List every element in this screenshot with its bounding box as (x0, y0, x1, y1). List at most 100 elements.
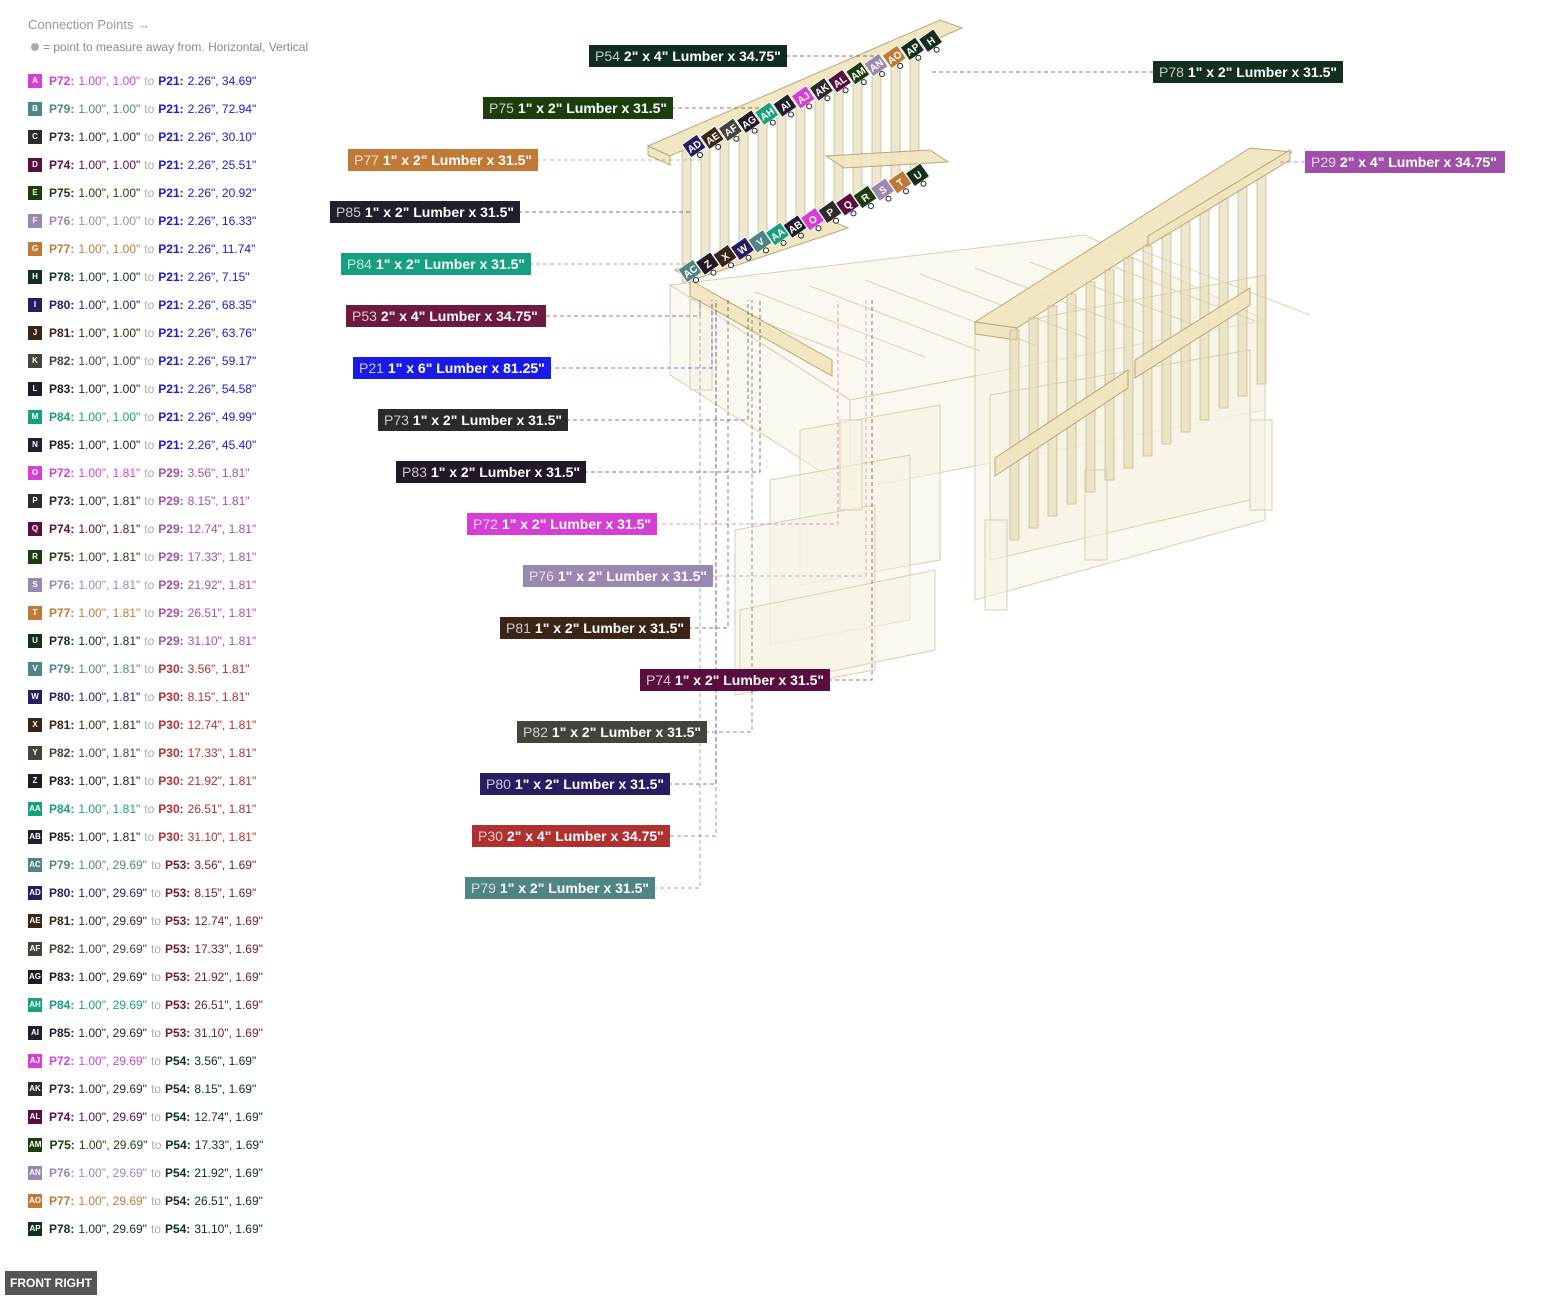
legend-from-part: P83: (49, 774, 75, 788)
callout-description: 1" x 2" Lumber x 31.5" (674, 672, 825, 688)
baluster-right (1028, 317, 1039, 529)
legend-to-word: to (150, 998, 161, 1012)
legend-to-word: to (144, 326, 155, 340)
legend-from-value: 1.00", 1.81" (78, 494, 141, 508)
legend-from-value: 1.00", 29.69" (78, 1138, 148, 1152)
connection-marker: H (918, 28, 944, 53)
marker-point (868, 203, 874, 209)
legend-to-value: 31.10", 1.81" (187, 830, 257, 844)
legend-to-word: to (144, 102, 155, 116)
legend-to-word: to (144, 522, 155, 536)
legend-to-part: P21: (158, 186, 184, 200)
legend-from-value: 1.00", 29.69" (78, 998, 147, 1012)
legend-to-part: P21: (158, 242, 184, 256)
legend-from-value: 1.00", 1.00" (78, 382, 141, 396)
legend-to-value: 3.56", 1.69" (194, 1054, 257, 1068)
callout-description: 1" x 2" Lumber x 31.5" (412, 412, 563, 428)
legend-to-value: 2.26", 16.33" (187, 214, 257, 228)
callout-part-id: P75 (489, 100, 514, 116)
marker-point (751, 127, 758, 134)
legend-to-word: to (150, 1110, 161, 1124)
legend-code-badge: X (28, 718, 42, 732)
right-upper-rail (1134, 287, 1251, 379)
legend-code-badge: D (28, 158, 42, 172)
legend-to-word: to (150, 914, 161, 928)
view-label[interactable]: FRONT RIGHT (5, 1271, 97, 1295)
legend-from-value: 1.00", 1.81" (78, 466, 141, 480)
marker-point (798, 232, 804, 239)
legend-from-part: P72: (49, 74, 75, 88)
legend-to-word: to (150, 942, 161, 956)
connection-marker: S (869, 177, 896, 202)
legend-to-value: 2.26", 7.15" (187, 270, 250, 284)
legend-from-value: 1.00", 1.00" (78, 102, 141, 116)
legend-code-badge: AM (28, 1138, 43, 1152)
callout-description: 2" x 4" Lumber x 34.75" (623, 48, 781, 64)
legend-from-value: 1.00", 1.81" (78, 774, 141, 788)
callout-description: 1" x 2" Lumber x 31.5" (430, 464, 581, 480)
legend-to-value: 2.26", 63.76" (187, 326, 257, 340)
legend-to-part: P21: (158, 326, 184, 340)
marker-point (920, 180, 927, 187)
legend-to-word: to (151, 1138, 162, 1152)
legend-to-value: 2.26", 59.17" (187, 354, 257, 368)
marker-point (903, 188, 909, 195)
legend-to-value: 26.51", 1.69" (194, 998, 263, 1012)
legend-from-value: 1.00", 1.00" (78, 214, 141, 228)
callout-description: 1" x 2" Lumber x 31.5" (375, 256, 526, 272)
marker-point (728, 262, 734, 269)
marker-point (788, 111, 794, 118)
legend-from-value: 1.00", 1.81" (78, 578, 141, 592)
legend-to-part: P21: (158, 354, 184, 368)
callout-description: 1" x 2" Lumber x 31.5" (557, 568, 708, 584)
legend-from-value: 1.00", 29.69" (78, 970, 147, 984)
legend-to-part: P30: (158, 802, 184, 816)
leader-line (548, 300, 713, 369)
legend-code-badge: AN (28, 1166, 42, 1180)
legend-to-word: to (150, 1082, 161, 1096)
legend-code-badge: AG (28, 970, 42, 984)
baluster-right (1066, 293, 1077, 505)
legend-code-badge: M (28, 410, 42, 424)
legend-to-value: 21.92", 1.81" (187, 578, 257, 592)
callout-part-id: P21 (359, 360, 384, 376)
legend-code-badge: B (28, 102, 42, 116)
legend-to-part: P29: (158, 634, 184, 648)
legend-from-part: P81: (49, 914, 75, 928)
leader-line (584, 300, 761, 473)
callout-description: 1" x 2" Lumber x 31.5" (499, 880, 650, 896)
right-lower-rail (994, 369, 1129, 477)
legend-code-badge: AJ (28, 1054, 42, 1068)
deck-structure (646, 19, 1311, 696)
legend-from-part: P81: (49, 326, 75, 340)
legend-to-value: 31.10", 1.69" (194, 1222, 263, 1236)
legend-code-badge: AF (28, 942, 42, 956)
legend-code-badge: R (28, 550, 42, 564)
legend-to-value: 2.26", 45.40" (187, 438, 257, 452)
legend-to-word: to (144, 774, 155, 788)
legend-from-part: P76: (49, 1166, 75, 1180)
legend-to-value: 8.15", 1.81" (187, 690, 250, 704)
legend-to-part: P53: (164, 914, 191, 928)
legend-to-word: to (144, 214, 155, 228)
callout-description: 1" x 2" Lumber x 31.5" (534, 620, 685, 636)
baluster-right (1047, 305, 1058, 517)
callout-description: 1" x 2" Lumber x 31.5" (514, 776, 665, 792)
legend-to-word: to (144, 354, 155, 368)
legend-to-value: 12.74", 1.69" (194, 1110, 263, 1124)
